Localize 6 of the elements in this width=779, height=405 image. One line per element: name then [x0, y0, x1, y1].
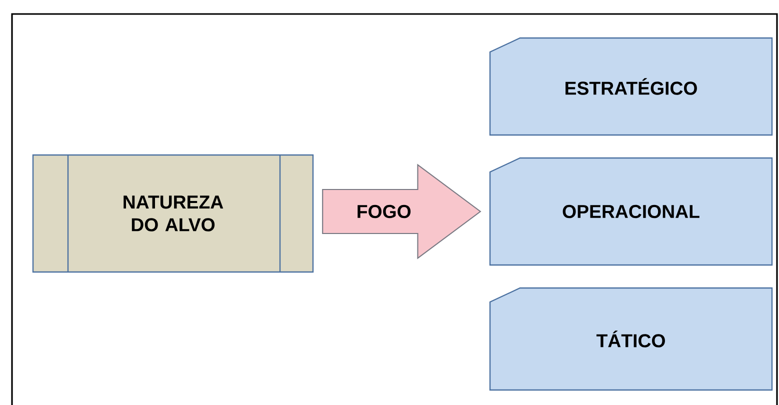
- snipped-box: TÁTICO: [489, 287, 773, 391]
- snipped-box: ESTRATÉGICO: [489, 37, 773, 136]
- process-box: NATUREZA DO ALVO: [32, 154, 314, 273]
- snipped-box: OPERACIONAL: [489, 157, 773, 266]
- block-arrow: [322, 164, 482, 260]
- edge-label: FOGO: [355, 204, 413, 220]
